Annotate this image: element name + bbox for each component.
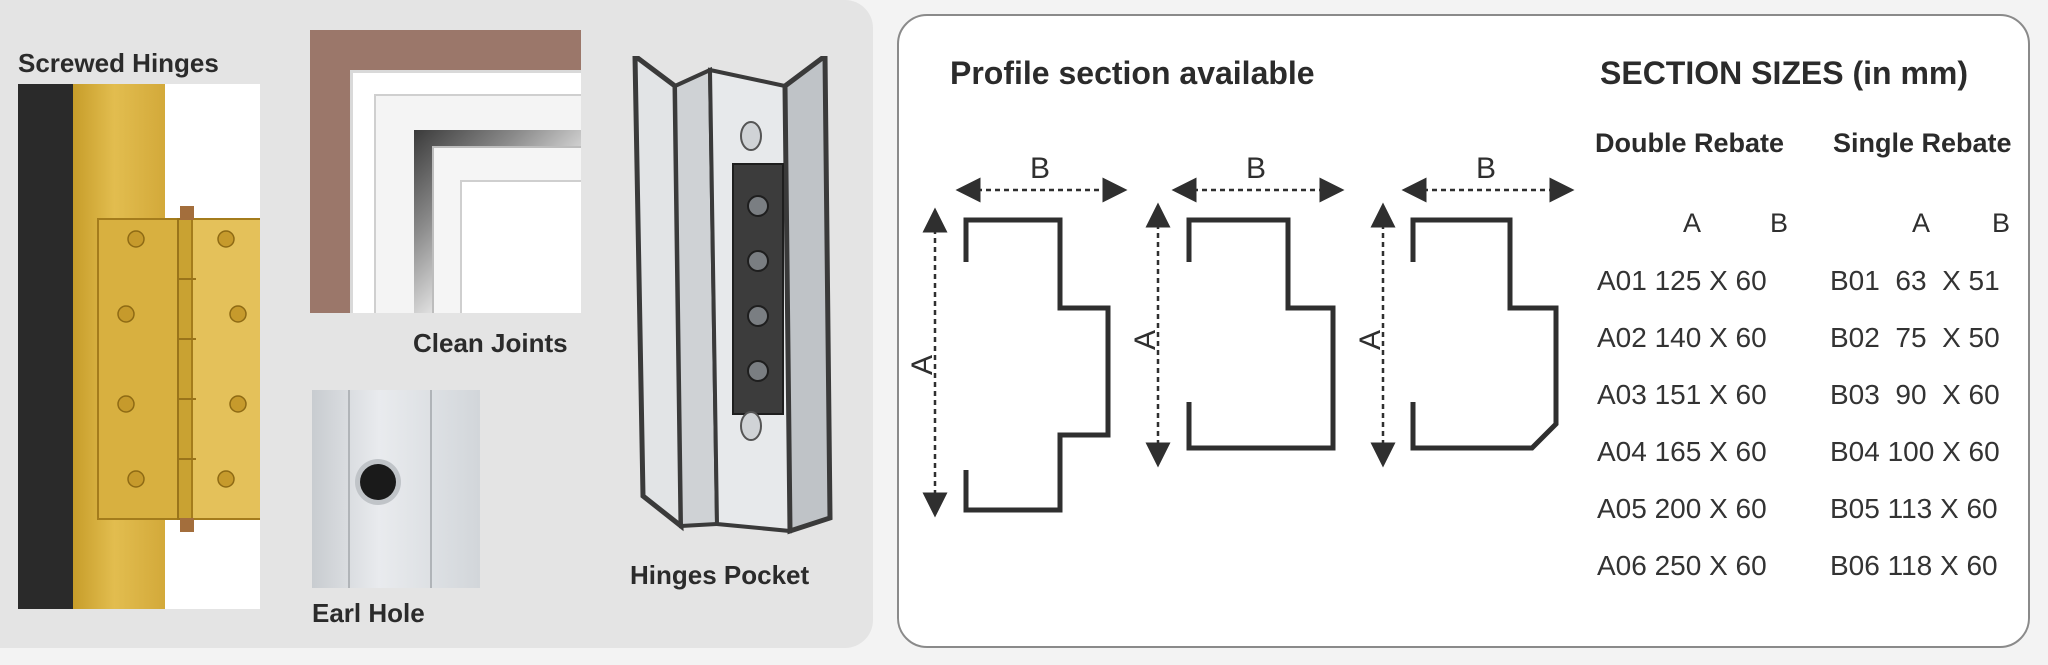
hinges-pocket-photo xyxy=(625,56,837,544)
single-rebate-row: B05 113 X 60 xyxy=(1830,493,1998,524)
profile-3-a-label: A xyxy=(1354,330,1387,350)
double-rebate-row: A01 125 X 60 xyxy=(1597,265,1767,296)
profile-2-b-label: B xyxy=(1246,152,1266,185)
single-rebate-heading: Single Rebate xyxy=(1833,128,2012,158)
single-rebate-row: B04 100 X 60 xyxy=(1830,436,2000,467)
double-rebate-row: A02 140 X 60 xyxy=(1597,322,1767,353)
hinges-pocket-label: Hinges Pocket xyxy=(630,560,810,590)
earl-hole-photo xyxy=(312,390,480,588)
profile-2-shape xyxy=(1186,217,1336,451)
double-rebate-col-a: A xyxy=(1683,208,1702,238)
single-rebate-row: B02 75 X 50 xyxy=(1830,322,2000,353)
screwed-hinges-label: Screwed Hinges xyxy=(18,48,219,78)
double-rebate-heading: Double Rebate xyxy=(1595,128,1785,158)
earl-hole-icon xyxy=(360,464,396,500)
clean-joints-label: Clean Joints xyxy=(413,328,568,358)
profile-2-a-label: A xyxy=(1129,330,1162,350)
profile-1-a-label: A xyxy=(906,355,939,375)
profile-3-b-label: B xyxy=(1476,152,1496,185)
single-rebate-row: B06 118 X 60 xyxy=(1830,550,1998,581)
double-rebate-row: A03 151 X 60 xyxy=(1597,379,1767,410)
specifications-panel xyxy=(897,14,2030,648)
profile-3-shape xyxy=(1410,217,1559,451)
earl-hole-label: Earl Hole xyxy=(312,598,425,628)
single-rebate-col-a: A xyxy=(1912,208,1931,238)
clean-joints-photo xyxy=(310,30,581,313)
profile-1-shape xyxy=(963,217,1111,513)
single-rebate-row: B01 63 X 51 xyxy=(1830,265,2000,296)
single-rebate-row: B03 90 X 60 xyxy=(1830,379,2000,410)
profile-1-b-label: B xyxy=(1030,152,1050,185)
double-rebate-col-b: B xyxy=(1770,208,1789,238)
double-rebate-row: A04 165 X 60 xyxy=(1597,436,1767,467)
single-rebate-col-b: B xyxy=(1992,208,2011,238)
features-panel: Screwed Hinges Clean Joints Earl Hol xyxy=(0,0,873,648)
double-rebate-row: A06 250 X 60 xyxy=(1597,550,1767,581)
profile-section-title: Profile section available xyxy=(950,55,1315,91)
section-sizes-title: SECTION SIZES (in mm) xyxy=(1600,55,1969,91)
double-rebate-row: A05 200 X 60 xyxy=(1597,493,1767,524)
screwed-hinges-photo xyxy=(18,84,260,609)
